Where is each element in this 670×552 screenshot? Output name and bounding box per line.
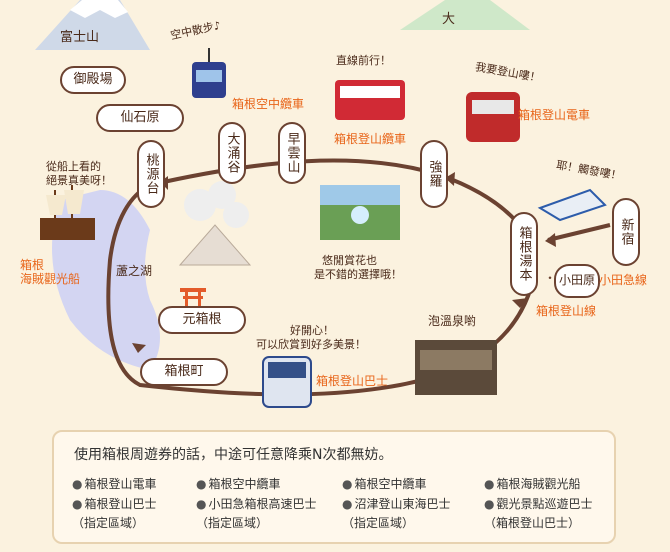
- legend-item: 沼津登山東海巴士: [342, 496, 450, 512]
- legend-item: 觀光景點巡遊巴士: [484, 496, 592, 512]
- station-sengokuhara[interactable]: 仙石原: [96, 104, 184, 132]
- legend-item: 箱根空中纜車: [196, 476, 280, 492]
- mountain-top-label: 大: [442, 12, 456, 27]
- ropeway-label: 箱根空中纜車: [232, 97, 305, 111]
- station-odawara[interactable]: 小田原: [554, 264, 600, 298]
- railway-label: 箱根登山電車: [518, 108, 591, 122]
- flower-caption-2: 是不錯的選擇哦！: [314, 268, 402, 281]
- legend-item: 箱根登山巴士: [72, 496, 156, 512]
- lake-ashinoko-label: 蘆之湖: [116, 264, 153, 278]
- bus-speech-1: 好開心！: [290, 324, 334, 337]
- legend-sub: （箱根登山巴士）: [484, 516, 581, 530]
- romancecar-image: [537, 188, 607, 222]
- mt-fuji-snow: [70, 0, 128, 18]
- station-motohakone[interactable]: 元箱根: [158, 306, 246, 334]
- legend-item: 箱根海賊觀光船: [484, 476, 580, 492]
- station-gora[interactable]: 強羅: [420, 140, 448, 208]
- legend-box: 使用箱根周遊券的話，中途可任意降乘N次都無妨。 箱根登山電車 箱根空中纜車 箱根…: [52, 430, 616, 544]
- pirate-ship-label-2: 海賊觀光船: [20, 272, 81, 286]
- ship-speech-2: 絕景真美呀！: [46, 174, 112, 187]
- station-gotemba[interactable]: 御殿場: [60, 66, 126, 94]
- station-hakonemachi[interactable]: 箱根町: [140, 358, 228, 386]
- bus-speech-2: 可以欣賞到好多美景！: [256, 338, 366, 351]
- svg-text:・: ・: [544, 271, 556, 285]
- station-owakudani[interactable]: 大涌谷: [218, 122, 246, 184]
- station-togendai[interactable]: 桃源台: [137, 140, 165, 208]
- legend-sub: （指定區域）: [72, 516, 145, 530]
- tozan-line-label: 箱根登山線: [536, 304, 597, 318]
- cable-speech: 直線前行！: [336, 54, 391, 67]
- legend-item: 箱根登山電車: [72, 476, 156, 492]
- station-sounzan[interactable]: 早雲山: [278, 122, 306, 184]
- legend-title: 使用箱根周遊券的話，中途可任意降乘N次都無妨。: [74, 447, 393, 463]
- flower-caption-1: 悠閒賞花也: [322, 254, 377, 267]
- legend-item: 箱根空中纜車: [342, 476, 426, 492]
- pirate-ship-image: [40, 218, 95, 240]
- ship-speech-1: 從船上看的: [46, 160, 101, 173]
- green-mountain-shape: [400, 0, 530, 30]
- station-shinjuku[interactable]: 新宿: [612, 198, 640, 266]
- odakyu-line-label: 小田急線: [599, 273, 648, 287]
- legend-item: 小田急箱根高速巴士: [196, 496, 316, 512]
- onsen-caption: 泡溫泉喲: [428, 314, 477, 328]
- mountain-train-image: [466, 92, 520, 142]
- legend-sub: （指定區域）: [196, 516, 269, 530]
- legend-sub: （指定區域）: [342, 516, 415, 530]
- pirate-ship-label-1: 箱根: [20, 258, 45, 272]
- station-hakone-yumoto[interactable]: 箱根湯本: [510, 212, 538, 296]
- bus-label: 箱根登山巴士: [316, 374, 389, 388]
- cable-label: 箱根登山纜車: [334, 132, 407, 146]
- mt-fuji-label: 富士山: [60, 30, 100, 45]
